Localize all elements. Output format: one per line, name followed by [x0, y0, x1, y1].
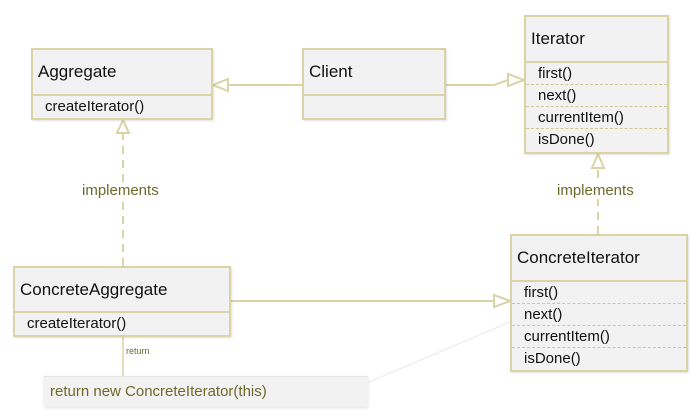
return-tag-label: return [126, 346, 150, 356]
client-class[interactable]: Client [302, 48, 446, 120]
concreteaggregate-class-name: ConcreteAggregate [20, 279, 168, 299]
aggregate-class[interactable]: Aggregate createIterator() [31, 48, 213, 120]
association-arrowhead-concreteiterator [493, 293, 513, 309]
aggregate-class-name: Aggregate [38, 62, 117, 81]
client-class-name: Client [309, 62, 353, 81]
iterator-class[interactable]: Iterator first() next() currentItem() is… [524, 15, 669, 154]
implements-label-iterator: implements [556, 182, 635, 199]
concreteiterator-class[interactable]: ConcreteIterator first() next() currentI… [510, 234, 688, 372]
note-link-line [356, 321, 511, 388]
implements-label-aggregate: implements [81, 182, 160, 199]
concreteaggregate-operations: createIterator() [15, 313, 229, 335]
iterator-op-first: first() [526, 63, 667, 85]
return-note[interactable]: return new ConcreteIterator(this) [44, 376, 368, 407]
aggregate-operations: createIterator() [33, 96, 211, 118]
aggregate-op-createiterator: createIterator() [45, 98, 145, 115]
association-arrowhead-aggregate [210, 77, 229, 93]
iterator-op-next: next() [526, 85, 667, 107]
client-iterator-association [446, 79, 509, 86]
return-note-text: return new ConcreteIterator(this) [50, 383, 267, 400]
concreteiterator-op-isdone: isDone() [524, 350, 581, 367]
concreteiterator-op-next: next() [512, 304, 686, 326]
association-arrowhead-iterator [507, 72, 527, 88]
concreteiterator-op-first: first() [512, 282, 686, 304]
concreteaggregate-class[interactable]: ConcreteAggregate createIterator() [13, 266, 231, 337]
concreteiterator-operations: first() next() currentItem() isDone() [512, 282, 686, 370]
iterator-class-name: Iterator [531, 29, 585, 48]
realization-arrowhead-iterator [590, 151, 606, 169]
realization-arrowhead-aggregate [115, 117, 131, 134]
iterator-operations: first() next() currentItem() isDone() [526, 63, 667, 151]
concreteaggregate-op-createiterator: createIterator() [27, 315, 127, 332]
iterator-op-currentitem: currentItem() [526, 107, 667, 129]
iterator-op-isdone: isDone() [538, 131, 595, 148]
concreteiterator-op-currentitem: currentItem() [512, 326, 686, 348]
concreteiterator-class-name: ConcreteIterator [517, 248, 640, 267]
